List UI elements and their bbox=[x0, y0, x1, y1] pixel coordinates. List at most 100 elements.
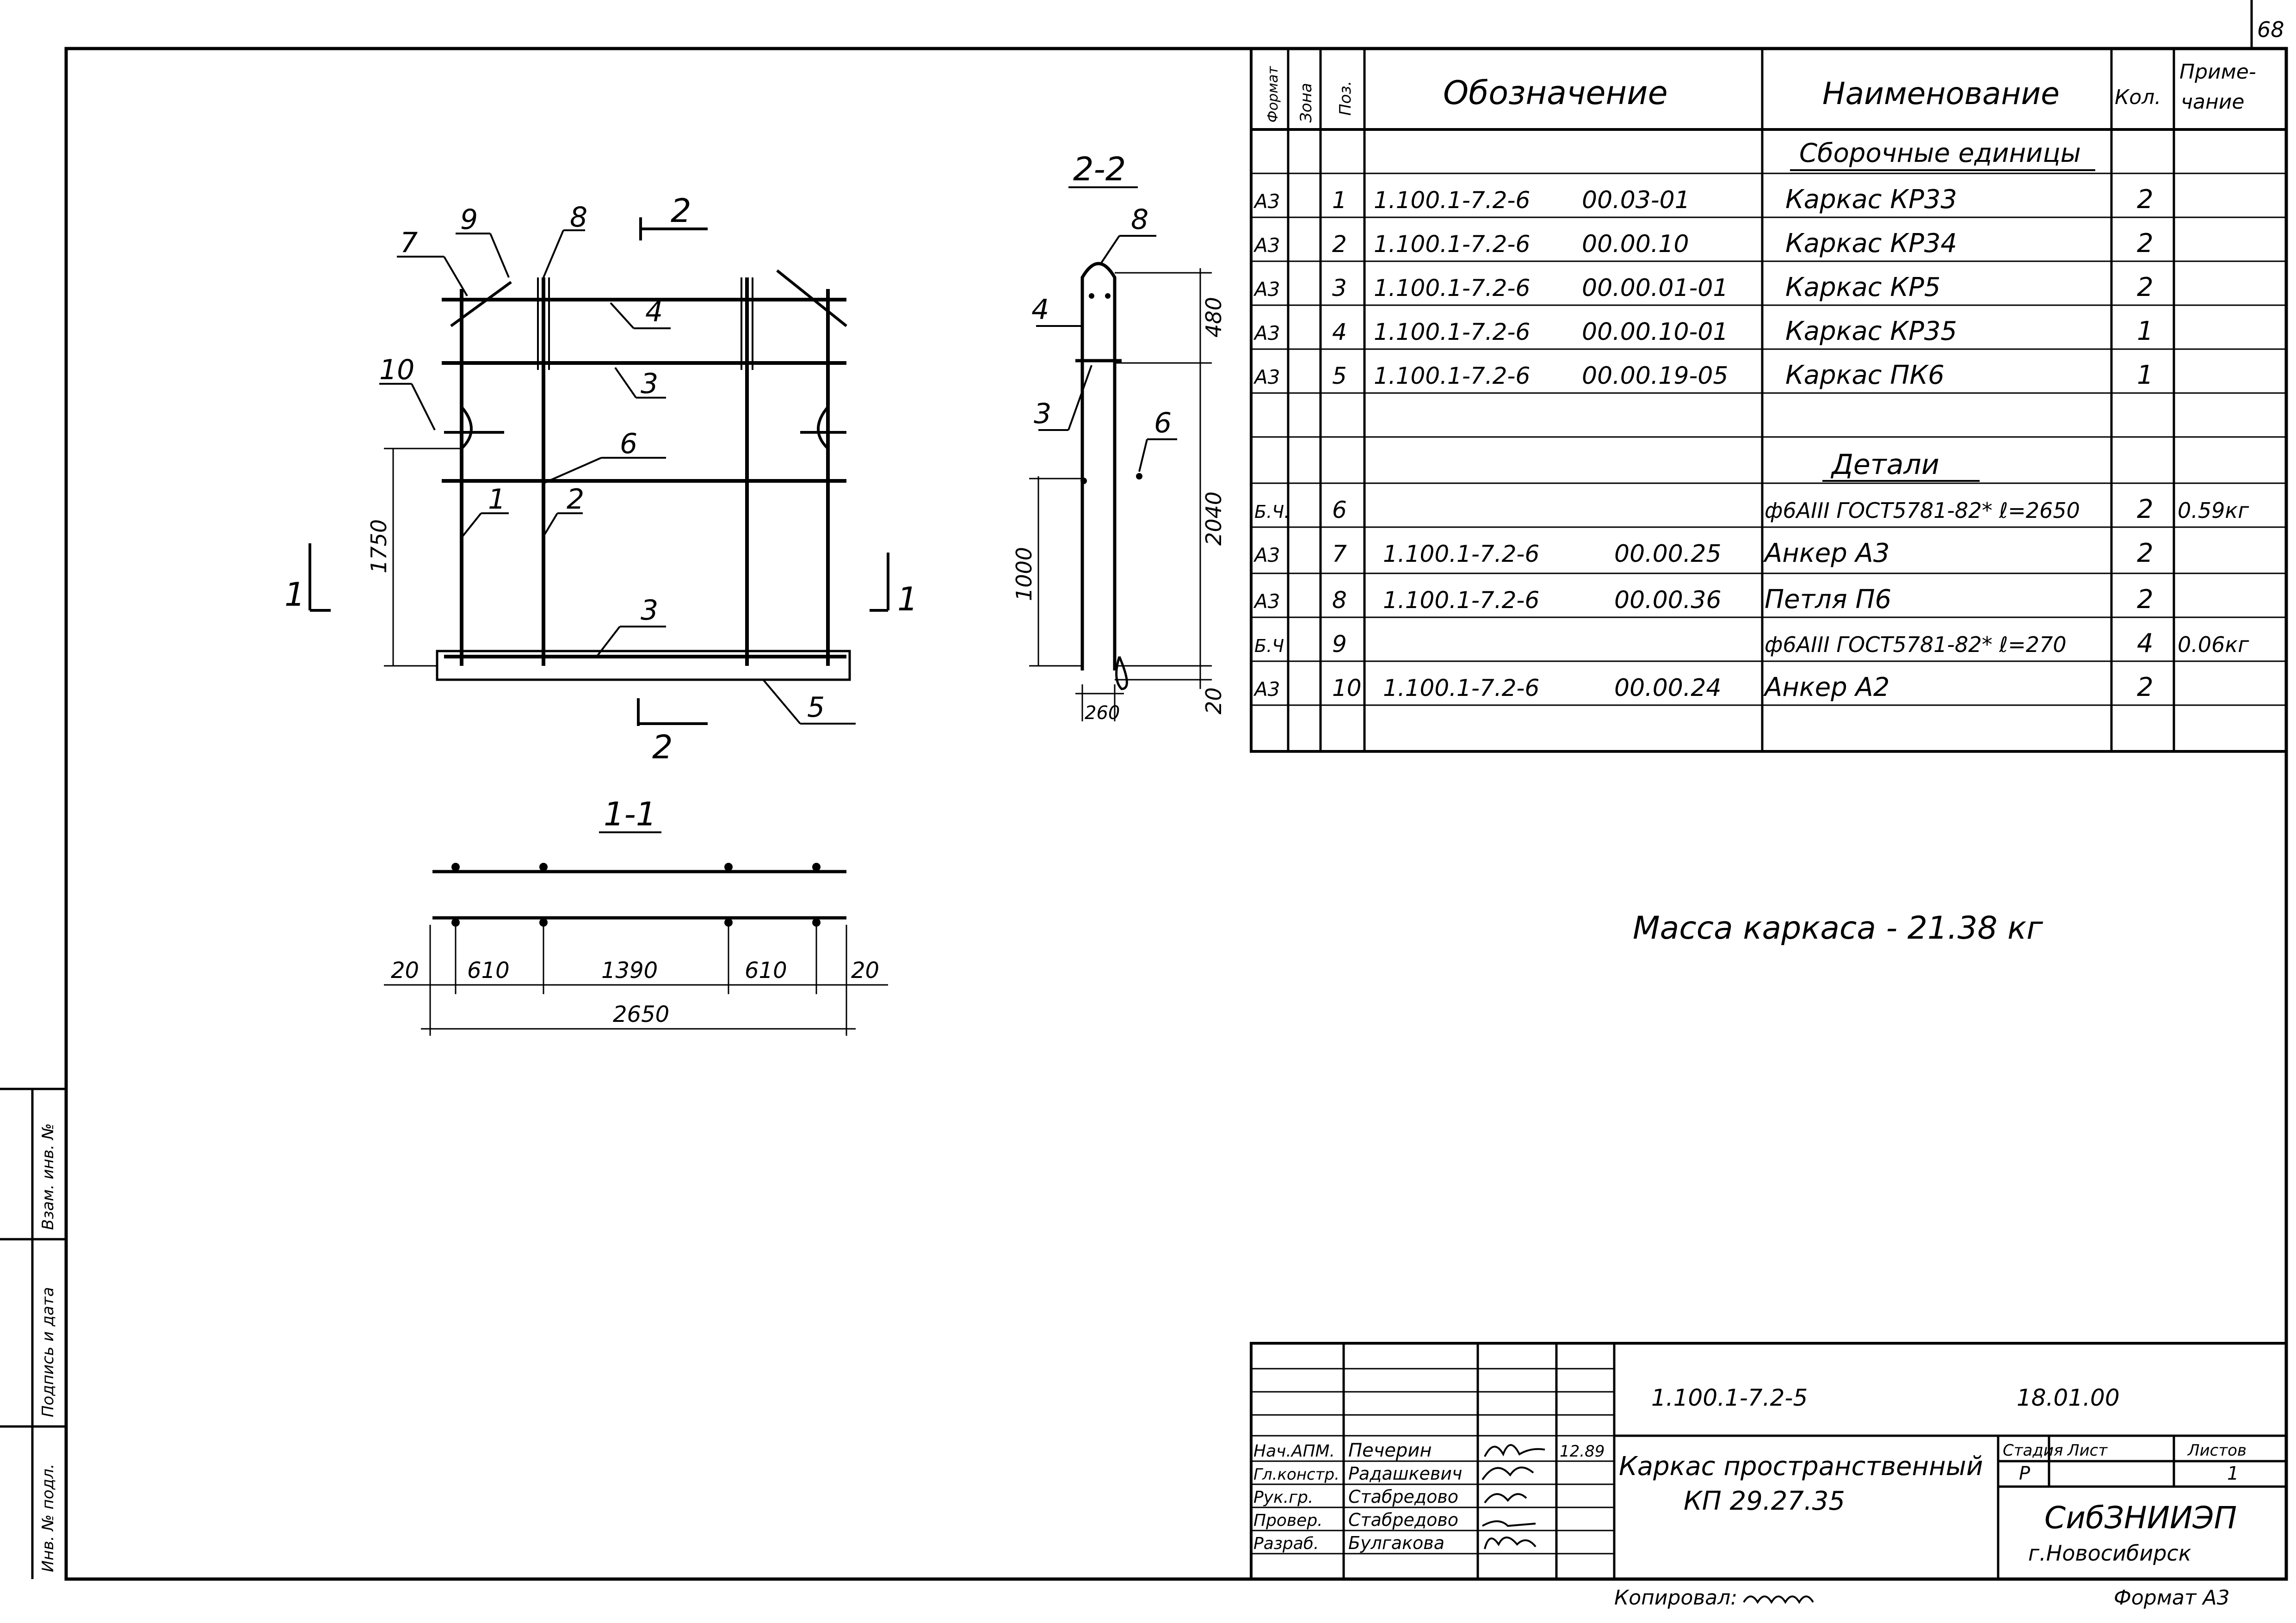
plan-dim-1390: 1390 bbox=[601, 958, 658, 984]
title-line-2: КП 29.27.35 bbox=[1684, 1486, 1845, 1516]
spec-row-3: A3 3 1.100.1-7.2-6 00.00.01-01 Каркас КР… bbox=[1253, 272, 2154, 302]
row1-format: A3 bbox=[1253, 190, 1280, 213]
person-3-name: Стабредово bbox=[1348, 1487, 1458, 1507]
row3-qty: 2 bbox=[2137, 272, 2154, 302]
row6-pos: 6 bbox=[1332, 497, 1347, 523]
row5-des-b: 00.00.19-05 bbox=[1582, 362, 1728, 390]
sheets-label: Листов bbox=[2187, 1441, 2247, 1460]
sheet-label: Лист bbox=[2067, 1441, 2108, 1460]
callout-4: 4 bbox=[645, 296, 663, 328]
person-1-name: Печерин bbox=[1348, 1440, 1432, 1461]
person-1-role: Нач.АПМ. bbox=[1253, 1442, 1335, 1461]
org-line-1: СибЗНИИЭП bbox=[2044, 1500, 2237, 1536]
spec-row-4: A3 4 1.100.1-7.2-6 00.00.10-01 Каркас КР… bbox=[1253, 316, 2154, 346]
row1-des-a: 1.100.1-7.2-6 bbox=[1374, 187, 1530, 214]
anchor-left bbox=[460, 363, 473, 481]
row10-des-b: 00.00.24 bbox=[1614, 674, 1722, 702]
person-5-name: Булгакова bbox=[1348, 1533, 1444, 1553]
row7-des-a: 1.100.1-7.2-6 bbox=[1383, 541, 1539, 567]
copier-signature bbox=[1743, 1595, 1814, 1604]
org-line-2: г.Новосибирск bbox=[2028, 1541, 2191, 1566]
inv-orig-label: Инв. № подл. bbox=[39, 1463, 57, 1572]
callout-3-top: 3 bbox=[641, 368, 658, 400]
row5-qty: 1 bbox=[2137, 360, 2154, 390]
plan-dim-20-left: 20 bbox=[391, 958, 419, 984]
cut-1-markers bbox=[309, 543, 889, 612]
cut-2-markers bbox=[637, 217, 708, 726]
row4-pos: 4 bbox=[1332, 319, 1347, 345]
row6-name: ф6АIII ГОСТ5781-82* ℓ=2650 bbox=[1765, 498, 2080, 523]
hdr-note-1: Приме- bbox=[2179, 60, 2256, 84]
person-3-role: Рук.гр. bbox=[1253, 1488, 1313, 1507]
spec-row-10: A3 10 1.100.1-7.2-6 00.00.24 Анкер А2 2 bbox=[1253, 672, 2154, 702]
copied-by: Копировал: bbox=[1614, 1586, 1737, 1610]
section-1-1: 1-1 20 610 1390 610 20 2650 bbox=[384, 795, 888, 1036]
person-5-role: Разраб. bbox=[1253, 1534, 1319, 1553]
section-assembly: Сборочные единицы bbox=[1799, 138, 2081, 168]
row5-name: Каркас ПК6 bbox=[1785, 360, 1944, 390]
title-line-1: Каркас пространственный bbox=[1619, 1451, 1983, 1482]
sign-date-label: Подпись и дата bbox=[39, 1287, 57, 1417]
signatures bbox=[1481, 1444, 1545, 1549]
row5-format: A3 bbox=[1253, 366, 1280, 388]
row9-format: Б.Ч bbox=[1254, 636, 1284, 656]
replace-inv-label: Взам. инв. № bbox=[39, 1123, 57, 1230]
sheets-value: 1 bbox=[2227, 1463, 2239, 1484]
person-2-role: Гл.констр. bbox=[1253, 1465, 1339, 1484]
row6-format: Б.Ч. bbox=[1254, 502, 1290, 522]
row4-format: A3 bbox=[1253, 322, 1280, 344]
s22-callout-6: 6 bbox=[1154, 407, 1172, 439]
spec-row-lines bbox=[1251, 172, 2286, 706]
signed-date: 12.89 bbox=[1560, 1442, 1605, 1461]
row5-pos: 5 bbox=[1332, 363, 1347, 389]
row3-pos: 3 bbox=[1332, 275, 1347, 301]
row1-name: Каркас КР33 bbox=[1785, 184, 1957, 215]
row9-note: 0.06кг bbox=[2178, 632, 2249, 657]
row4-des-b: 00.00.10-01 bbox=[1582, 318, 1728, 346]
cut-1-label-left: 1 bbox=[284, 576, 305, 614]
front-horizontal-bars bbox=[442, 298, 846, 658]
row7-format: A3 bbox=[1253, 544, 1280, 566]
row10-name: Анкер А2 bbox=[1763, 672, 1889, 702]
dim-20-side-label: 20 bbox=[1201, 687, 1226, 714]
loop-8 bbox=[1080, 262, 1117, 296]
row2-qty: 2 bbox=[2137, 228, 2154, 258]
callout-7: 7 bbox=[400, 227, 418, 259]
spec-row-7: A3 7 1.100.1-7.2-6 00.00.25 Анкер А3 2 bbox=[1253, 538, 2154, 568]
dim-1000-label: 1000 bbox=[1012, 547, 1037, 601]
stage-label: Стадия bbox=[2003, 1441, 2063, 1460]
row10-format: A3 bbox=[1253, 678, 1280, 701]
callout-6: 6 bbox=[620, 428, 637, 460]
spec-row-6: Б.Ч. 6 ф6АIII ГОСТ5781-82* ℓ=2650 2 0.59… bbox=[1254, 494, 2249, 524]
hdr-name: Наименование bbox=[1822, 76, 2060, 111]
row2-name: Каркас КР34 bbox=[1785, 228, 1957, 258]
dim-1750-label: 1750 bbox=[366, 519, 391, 573]
callout-1: 1 bbox=[488, 483, 506, 516]
plan-dim-610-right: 610 bbox=[745, 958, 787, 984]
callout-3-bottom: 3 bbox=[641, 594, 658, 627]
dim-1750 bbox=[384, 448, 460, 667]
s22-dims-right bbox=[1115, 268, 1212, 689]
row10-des-a: 1.100.1-7.2-6 bbox=[1383, 675, 1539, 701]
mass-note: Масса каркаса - 21.38 кг bbox=[1633, 910, 2043, 947]
doc-code: 1.100.1-7.2-5 bbox=[1651, 1384, 1808, 1411]
s22-dims-left bbox=[1029, 476, 1124, 721]
person-4-role: Провер. bbox=[1253, 1511, 1323, 1530]
row6-qty: 2 bbox=[2137, 494, 2154, 524]
cut-2-label-top: 2 bbox=[671, 192, 691, 230]
sheet-frame: 68 bbox=[64, 0, 2288, 1581]
anchor-right bbox=[817, 363, 829, 481]
row4-name: Каркас КР35 bbox=[1785, 316, 1957, 346]
hdr-designation: Обозначение bbox=[1443, 74, 1668, 112]
row1-pos: 1 bbox=[1332, 187, 1347, 214]
row9-qty: 4 bbox=[2137, 628, 2154, 658]
person-2-name: Радашкевич bbox=[1348, 1463, 1462, 1484]
left-stamp: Взам. инв. № Подпись и дата Инв. № подл. bbox=[0, 1088, 66, 1579]
row3-format: A3 bbox=[1253, 278, 1280, 301]
row1-qty: 2 bbox=[2137, 184, 2154, 215]
dim-260-label: 260 bbox=[1085, 702, 1120, 724]
row6-note: 0.59кг bbox=[2178, 498, 2249, 523]
row8-name: Петля П6 bbox=[1765, 584, 1891, 615]
format-label: Формат А3 bbox=[2114, 1586, 2230, 1610]
